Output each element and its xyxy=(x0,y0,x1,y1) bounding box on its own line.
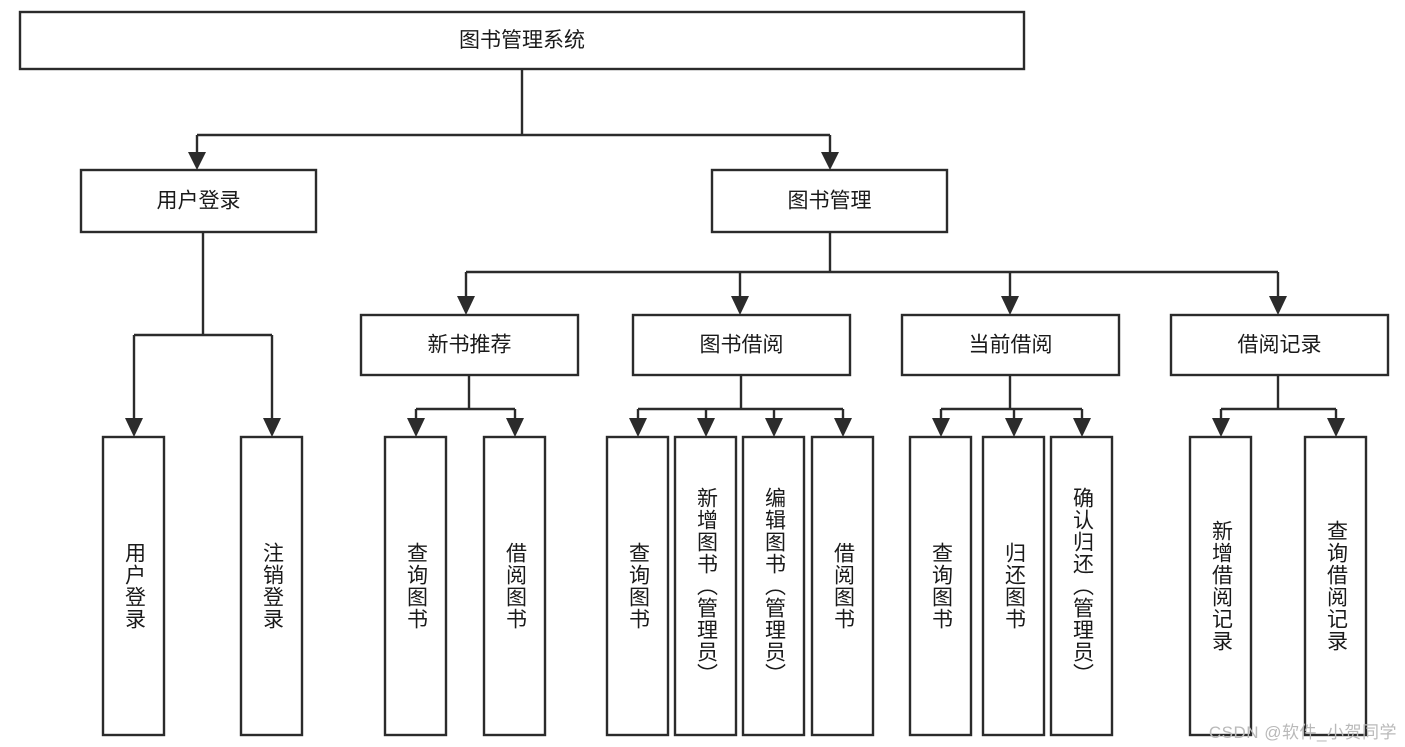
node-label-root: 图书管理系统 xyxy=(459,29,585,52)
node-box-leaf-query-book-recommend[interactable] xyxy=(383,435,448,737)
arrowhead-bb-add xyxy=(697,418,715,437)
arrowhead-book-manage xyxy=(821,152,839,170)
node-box-leaf-user-login[interactable] xyxy=(101,435,166,737)
node-box-user-login[interactable] xyxy=(79,168,318,234)
arrowhead-bb-borrow xyxy=(834,418,852,437)
node-box-root[interactable] xyxy=(18,10,1026,71)
connector-group-book-manage xyxy=(457,232,1287,315)
node-box-leaf-query-book-current[interactable] xyxy=(908,435,973,737)
connector-group-borrow-record xyxy=(1212,375,1345,437)
arrowhead-cb-query xyxy=(932,418,950,437)
node-label-borrow-record: 借阅记录 xyxy=(1238,334,1322,357)
connector-group-current-borrow xyxy=(932,375,1091,437)
node-box-borrow-record[interactable] xyxy=(1169,313,1390,377)
node-box-book-borrow[interactable] xyxy=(631,313,852,377)
arrowhead-bb-query xyxy=(629,418,647,437)
node-box-new-book-recommend[interactable] xyxy=(359,313,580,377)
arrowhead-new-book-recommend xyxy=(457,296,475,315)
node-label-book-manage: 图书管理 xyxy=(788,190,872,213)
connector-group-root xyxy=(188,69,839,170)
arrowhead-nbr-query xyxy=(407,418,425,437)
node-box-leaf-confirm-return[interactable] xyxy=(1049,435,1114,737)
node-box-leaf-add-borrow-record[interactable] xyxy=(1188,435,1253,737)
connector-group-book-borrow xyxy=(629,375,852,437)
node-label-book-borrow: 图书借阅 xyxy=(700,334,784,357)
node-box-leaf-return-book[interactable] xyxy=(981,435,1046,737)
node-box-leaf-edit-book[interactable] xyxy=(741,435,806,737)
arrowhead-borrow-record xyxy=(1269,296,1287,315)
node-boxes xyxy=(18,10,1390,737)
arrowhead-nbr-borrow xyxy=(506,418,524,437)
node-box-leaf-borrow-book[interactable] xyxy=(810,435,875,737)
node-label-new-book-recommend: 新书推荐 xyxy=(428,334,512,357)
node-box-leaf-query-book-borrow[interactable] xyxy=(605,435,670,737)
arrowhead-cb-confirm xyxy=(1073,418,1091,437)
arrowhead-cb-return xyxy=(1005,418,1023,437)
connector-group-new-book-recommend xyxy=(407,375,524,437)
node-label-current-borrow: 当前借阅 xyxy=(969,334,1053,357)
connector-group-user-login xyxy=(125,232,281,437)
node-box-leaf-query-borrow-record[interactable] xyxy=(1303,435,1368,737)
node-box-current-borrow[interactable] xyxy=(900,313,1121,377)
arrowhead-book-borrow xyxy=(731,296,749,315)
arrowhead-br-query xyxy=(1327,418,1345,437)
arrowhead-user-login xyxy=(188,152,206,170)
arrowhead-bb-edit xyxy=(765,418,783,437)
arrowhead-br-add xyxy=(1212,418,1230,437)
node-box-leaf-borrow-book-recommend[interactable] xyxy=(482,435,547,737)
watermark-text: CSDN @软件_小贺同学 xyxy=(1208,723,1397,742)
arrowhead-leaf-user-logout xyxy=(263,418,281,437)
node-label-user-login: 用户登录 xyxy=(157,190,241,213)
arrowhead-leaf-user-login xyxy=(125,418,143,437)
node-box-leaf-add-book[interactable] xyxy=(673,435,738,737)
node-box-book-manage[interactable] xyxy=(710,168,949,234)
node-box-leaf-user-logout[interactable] xyxy=(239,435,304,737)
arrowhead-current-borrow xyxy=(1001,296,1019,315)
